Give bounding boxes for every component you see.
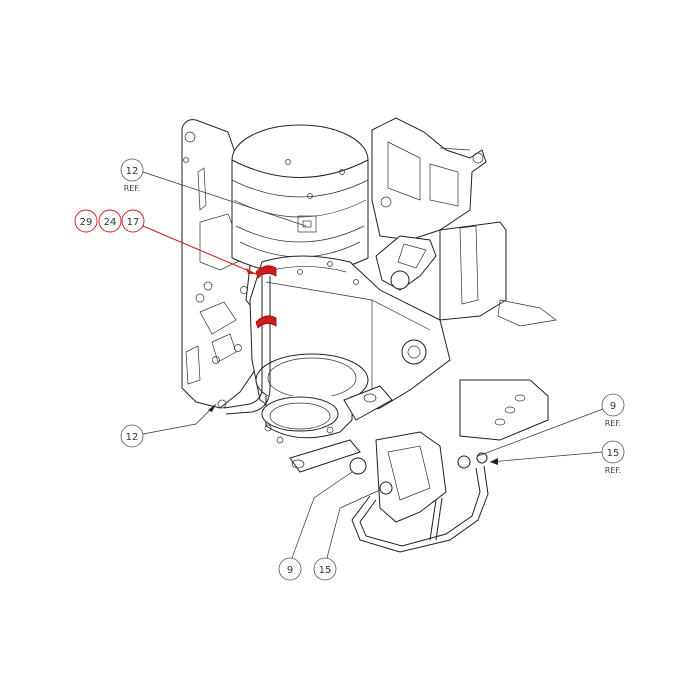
svg-text:REF.: REF. — [605, 419, 621, 428]
lower-valve — [349, 431, 489, 553]
hose-clamp-upper — [255, 265, 277, 279]
callout-9-right: 9 REF. — [601, 393, 625, 428]
svg-text:9: 9 — [287, 565, 293, 576]
callout-9-bottom: 9 — [278, 557, 302, 581]
svg-text:12: 12 — [126, 432, 139, 443]
svg-text:29: 29 — [80, 217, 93, 228]
svg-text:12: 12 — [126, 166, 139, 177]
callout-15-right: 15 REF. — [601, 440, 625, 475]
motor-drum — [231, 124, 369, 275]
callout-12-top: 12 REF. — [120, 158, 144, 193]
pump-block — [371, 117, 557, 327]
svg-text:REF.: REF. — [124, 184, 140, 193]
hose-clamp-lower — [255, 315, 277, 329]
right-bracket — [289, 379, 549, 473]
output-flange — [255, 353, 393, 444]
svg-text:24: 24 — [104, 217, 117, 228]
leader-lines — [142, 171, 604, 559]
callout-12-left: 12 — [120, 424, 144, 448]
svg-text:15: 15 — [319, 565, 332, 576]
svg-text:15: 15 — [607, 448, 620, 459]
svg-text:9: 9 — [610, 401, 616, 412]
callout-29: 29 — [74, 209, 98, 233]
svg-text:17: 17 — [127, 217, 140, 228]
callout-17: 17 — [121, 209, 145, 233]
callout-15-bottom: 15 — [313, 557, 337, 581]
callout-24: 24 — [98, 209, 122, 233]
svg-text:REF.: REF. — [605, 466, 621, 475]
hose-assembly — [223, 265, 277, 415]
